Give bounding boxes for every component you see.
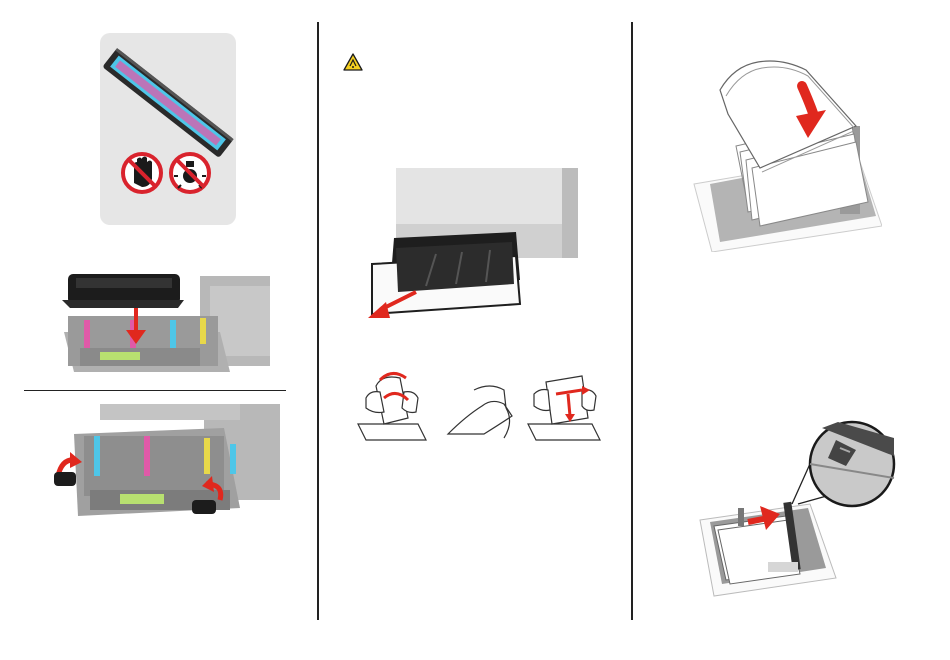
load-paper-stack-panel	[690, 56, 882, 252]
column-divider-right	[631, 22, 633, 620]
pull-out-tray-panel	[366, 168, 578, 328]
insert-imaging-kit-panel	[60, 268, 270, 380]
step-divider	[24, 390, 286, 391]
column-divider-left	[317, 22, 319, 620]
no-touch-hand-icon	[123, 154, 161, 192]
flex-fan-align-paper-panel	[356, 368, 606, 444]
no-light-exposure-icon	[171, 154, 209, 192]
pinch-hazard-warning-icon	[343, 53, 363, 71]
toner-cartridge-handling-panel	[100, 33, 236, 225]
close-imaging-kit-levers-panel	[54, 404, 280, 526]
paper-fill-indicator-closeup-panel	[698, 418, 898, 600]
